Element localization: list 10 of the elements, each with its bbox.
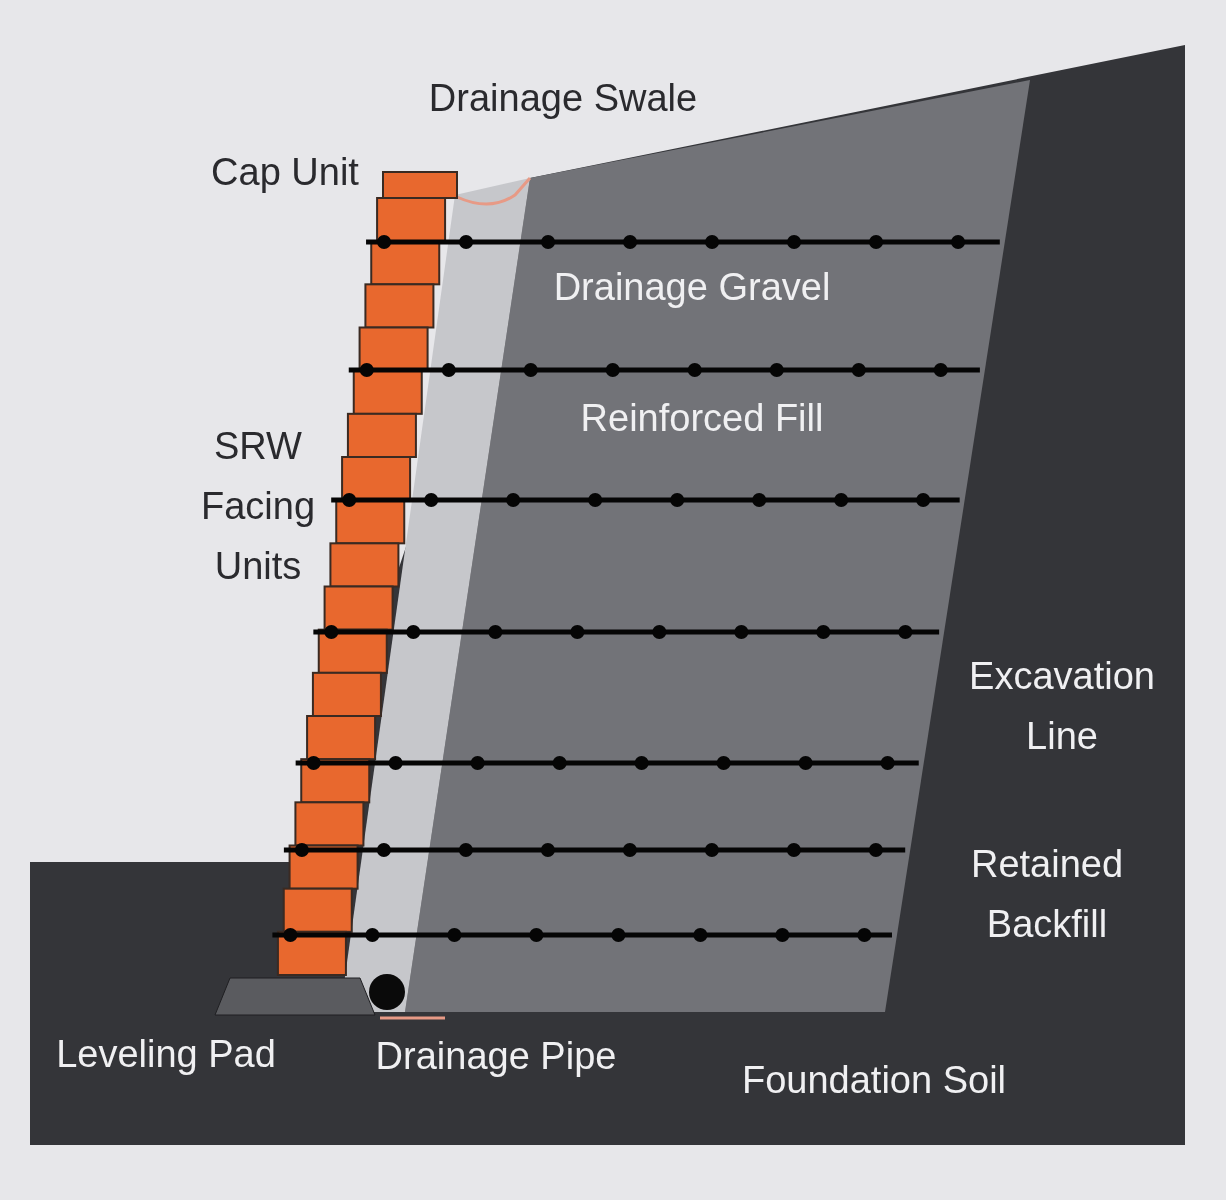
part-label: SRW Facing Units — [199, 424, 317, 589]
part-label: Retained Backfill — [969, 842, 1125, 947]
part-label: Drainage Swale — [427, 76, 699, 121]
part-label: Foundation Soil — [740, 1058, 1008, 1103]
part-label: Leveling Pad — [55, 1032, 277, 1077]
part-label: Reinforced Fill — [579, 396, 825, 441]
part-label: Drainage Gravel — [552, 265, 832, 310]
part-label: Drainage Pipe — [374, 1034, 618, 1079]
part-label: Cap Unit — [210, 150, 360, 195]
part-label: Excavation Line — [968, 654, 1156, 759]
